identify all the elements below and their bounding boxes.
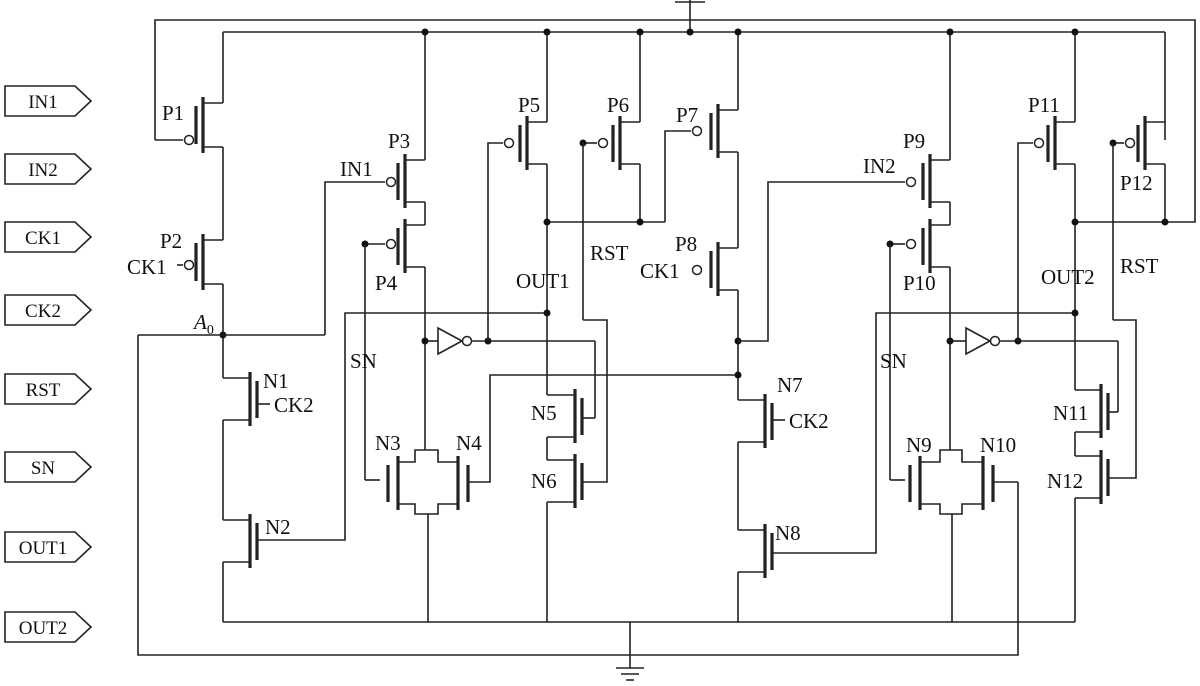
transistor-p7: P7 [664,28,742,248]
n11-label: N11 [1053,401,1088,425]
sn-net-1: SN [350,244,380,481]
out1-label: OUT1 [516,269,570,293]
out2-label: OUT2 [1041,265,1095,289]
transistor-p8: P8 CK1 [640,232,739,400]
rst-label-1: RST [590,241,629,265]
pin-in1: IN1 [4,85,93,117]
transistor-n8: N8 [737,312,1075,622]
n8-label: N8 [775,521,801,545]
transistor-p3: P3 IN1 [324,28,429,335]
p4-label: P4 [375,271,398,295]
n5-label: N5 [531,401,557,425]
transistor-n6: N6 [531,454,584,622]
n1-label: N1 [263,369,289,393]
pin-label: OUT1 [19,538,68,559]
transistor-p5: P5 [503,28,551,395]
n4-label: N4 [456,431,482,455]
p11-label: P11 [1028,93,1060,117]
n1-gate-ck2: CK2 [274,393,314,417]
p12-label: P12 [1120,171,1153,195]
sn-label-2: SN [880,349,907,373]
n3-label: N3 [375,431,401,455]
p1-label: P1 [162,101,184,125]
n2-label: N2 [265,515,291,539]
n10-label: N10 [980,433,1016,457]
pin-label: IN2 [28,160,58,181]
rst-net-2: RST [1108,143,1159,479]
n7-gate-ck2: CK2 [789,409,829,433]
p2-gate-ck1: CK1 [127,255,167,279]
pin-ck1: CK1 [4,221,93,253]
inverter-1 [421,142,596,419]
p3-gate-in1: IN1 [340,157,373,181]
transistor-p12: P12 [1109,116,1169,226]
transistor-p10: P10 [886,219,951,450]
pin-ck2: CK2 [4,294,93,326]
p3-label: P3 [388,129,410,153]
rst-label-2: RST [1120,254,1159,278]
pin-label: OUT2 [19,618,68,639]
transistor-n3-n4: N3 N4 [375,374,740,622]
pin-out1: OUT1 [4,531,93,563]
p9-label: P9 [903,129,925,153]
p7-label: P7 [676,103,698,127]
ground-symbol [616,667,644,681]
pin-list: IN1 IN2 CK1 CK2 RST SN OUT1 OUT2 [4,85,93,643]
transistor-n12: N12 [1047,450,1110,622]
transistor-p1: P1 [155,32,224,240]
transistor-n1: N1 CK2 [222,369,314,520]
transistor-p2: P2 CK1 [127,229,224,378]
pin-label: SN [31,458,56,479]
pin-out2: OUT2 [4,611,93,643]
p6-label: P6 [607,93,629,117]
p2-label: P2 [160,229,182,253]
p5-label: P5 [518,93,540,117]
pin-in2: IN2 [4,153,93,185]
a0-label: A0 [192,310,214,338]
node-a0: A0 [138,310,325,339]
vdd-supply-symbol [675,0,705,32]
p10-label: P10 [903,271,936,295]
transistor-p11: P11 [1028,28,1079,390]
n7-label: N7 [777,373,803,397]
gnd-rail [137,335,1075,668]
out2-node: OUT2 [1041,218,1095,317]
pin-label: RST [26,380,61,401]
pin-sn: SN [4,451,93,483]
n9-label: N9 [906,433,932,457]
transistor-p9: P9 IN2 [863,28,954,225]
pin-label: CK2 [25,301,61,322]
node-b0 [734,181,905,379]
transistor-p6: P6 [579,28,644,222]
p8-gate-ck1: CK1 [640,259,680,283]
transistor-n2: N2 [222,312,550,622]
n12-label: N12 [1047,469,1083,493]
pin-label: CK1 [25,228,61,249]
p8-label: P8 [675,232,697,256]
transistor-n7: N7 CK2 [737,373,829,530]
n6-label: N6 [531,469,557,493]
rst-net-1: RST [582,143,629,483]
sn-label-1: SN [350,349,377,373]
vdd-rail [154,19,1196,223]
inverter-2 [946,142,1119,413]
transistor-n5: N5 [531,389,584,460]
pin-label: IN1 [28,92,58,113]
sn-net-2: SN [880,244,907,481]
pin-rst: RST [4,373,93,405]
out1-node: OUT1 [516,218,665,317]
p9-gate-in2: IN2 [863,154,896,178]
transistor-n11: N11 [1053,384,1110,456]
transistor-n9-n10: N9 N10 [906,433,1018,622]
transistor-p4: P4 [361,219,426,450]
